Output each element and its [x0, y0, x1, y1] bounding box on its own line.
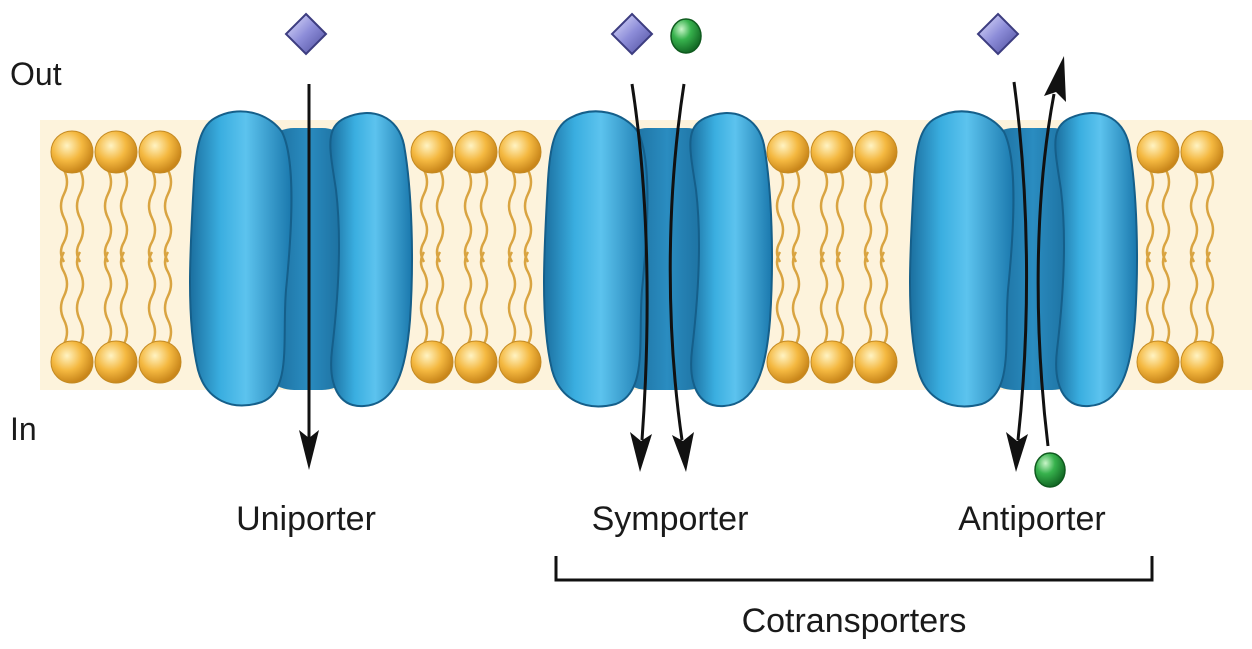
- uniporter-label: Uniporter: [236, 500, 376, 538]
- uniporter-diamond-solute: [286, 14, 326, 54]
- uniporter-subunit-right: [330, 113, 412, 406]
- symporter-subunit-left: [544, 111, 648, 406]
- in-label: In: [10, 411, 37, 447]
- symporter-subunit-right: [690, 113, 772, 406]
- antiporter-subunit-left: [910, 111, 1014, 406]
- antiporter-subunit-right: [1055, 113, 1137, 406]
- cotransporters-bracket: [556, 556, 1152, 580]
- lipid-head: [95, 131, 137, 173]
- out-label: Out: [10, 56, 62, 92]
- lipid-head: [767, 131, 809, 173]
- lipid-head: [1137, 131, 1179, 173]
- lipid-head: [411, 131, 453, 173]
- lipid-head: [51, 131, 93, 173]
- symporter-sphere-solute: [671, 19, 701, 53]
- lipid-head: [1181, 341, 1223, 383]
- lipid-head: [767, 341, 809, 383]
- cotransporters-label: Cotransporters: [742, 602, 967, 640]
- antiporter-label: Antiporter: [958, 500, 1105, 538]
- lipid-head: [139, 131, 181, 173]
- antiporter-diamond-solute: [978, 14, 1018, 54]
- antiporter-sphere-solute: [1035, 453, 1065, 487]
- uniporter-subunit-left: [190, 111, 292, 405]
- lipid-head: [499, 341, 541, 383]
- lipid-head: [811, 131, 853, 173]
- lipid-head: [811, 341, 853, 383]
- lipid-head: [1181, 131, 1223, 173]
- lipid-head: [499, 131, 541, 173]
- lipid-head: [1137, 341, 1179, 383]
- symporter-diamond-solute: [612, 14, 652, 54]
- lipid-head: [855, 131, 897, 173]
- lipid-head: [51, 341, 93, 383]
- lipid-head: [95, 341, 137, 383]
- symporter-label: Symporter: [592, 500, 749, 538]
- uniporter-protein: [190, 111, 412, 406]
- lipid-head: [855, 341, 897, 383]
- lipid-head: [411, 341, 453, 383]
- symporter-protein: [544, 111, 772, 406]
- lipid-head: [139, 341, 181, 383]
- lipid-head: [455, 131, 497, 173]
- lipid-head: [455, 341, 497, 383]
